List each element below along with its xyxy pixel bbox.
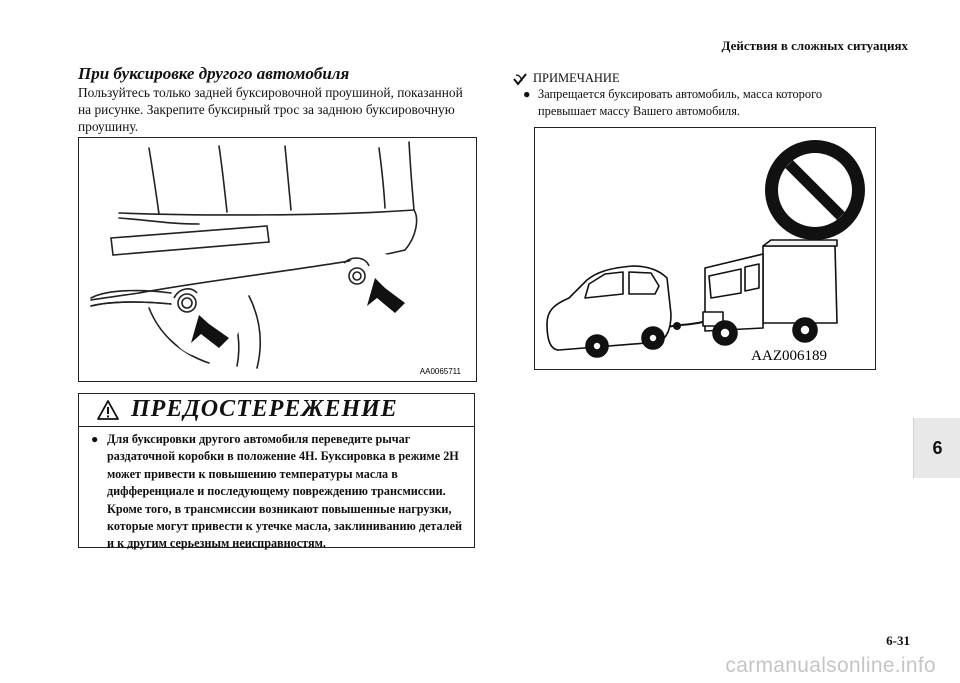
warning-title: ПРЕДОСТЕРЕЖЕНИЕ (131, 396, 398, 422)
page-number: 6-31 (886, 633, 910, 648)
tow-hook-figure: AA0065711 (78, 137, 477, 382)
section-body: Пользуйтесь только задней буксировочной … (78, 85, 463, 134)
warning-text-block: ● Для буксировки другого автомобиля пере… (91, 431, 466, 553)
no-entry-icon (765, 140, 865, 240)
chapter-tab: 6 (913, 418, 960, 478)
towing-prohibited-illustration: AAZ006189 (546, 140, 865, 364)
note-text: Запрещается буксировать автомобиль, масс… (538, 87, 823, 118)
car-icon (546, 265, 672, 358)
bullet: ● (91, 432, 99, 446)
truck-icon (702, 239, 838, 346)
figure1-code: AA0065711 (420, 367, 462, 376)
warning-text: Для буксировки другого автомобиля переве… (107, 432, 463, 551)
tow-hook-illustration: AA0065711 (90, 141, 462, 376)
warning-triangle-icon (97, 400, 119, 420)
bullet: ● (523, 87, 531, 101)
warning-header: ПРЕДОСТЕРЕЖЕНИЕ (79, 394, 474, 427)
towing-prohibited-figure: AAZ006189 (534, 127, 876, 370)
note-text-block: ● Запрещается буксировать автомобиль, ма… (523, 86, 873, 119)
warning-box: ПРЕДОСТЕРЕЖЕНИЕ ● Для буксировки другого… (78, 393, 475, 550)
arrow-icon (191, 315, 229, 348)
figure2-code: AAZ006189 (751, 348, 827, 364)
running-header: Действия в сложных ситуациях (721, 38, 908, 53)
section-title: При буксировке другого автомобиля (78, 64, 350, 83)
watermark: carmanualsonline.info (725, 654, 936, 677)
arrow-icon (367, 278, 405, 313)
note-title: ПРИМЕЧАНИЕ (533, 71, 620, 85)
note-header: ПРИМЕЧАНИЕ (513, 71, 620, 86)
note-check-icon (513, 72, 527, 86)
